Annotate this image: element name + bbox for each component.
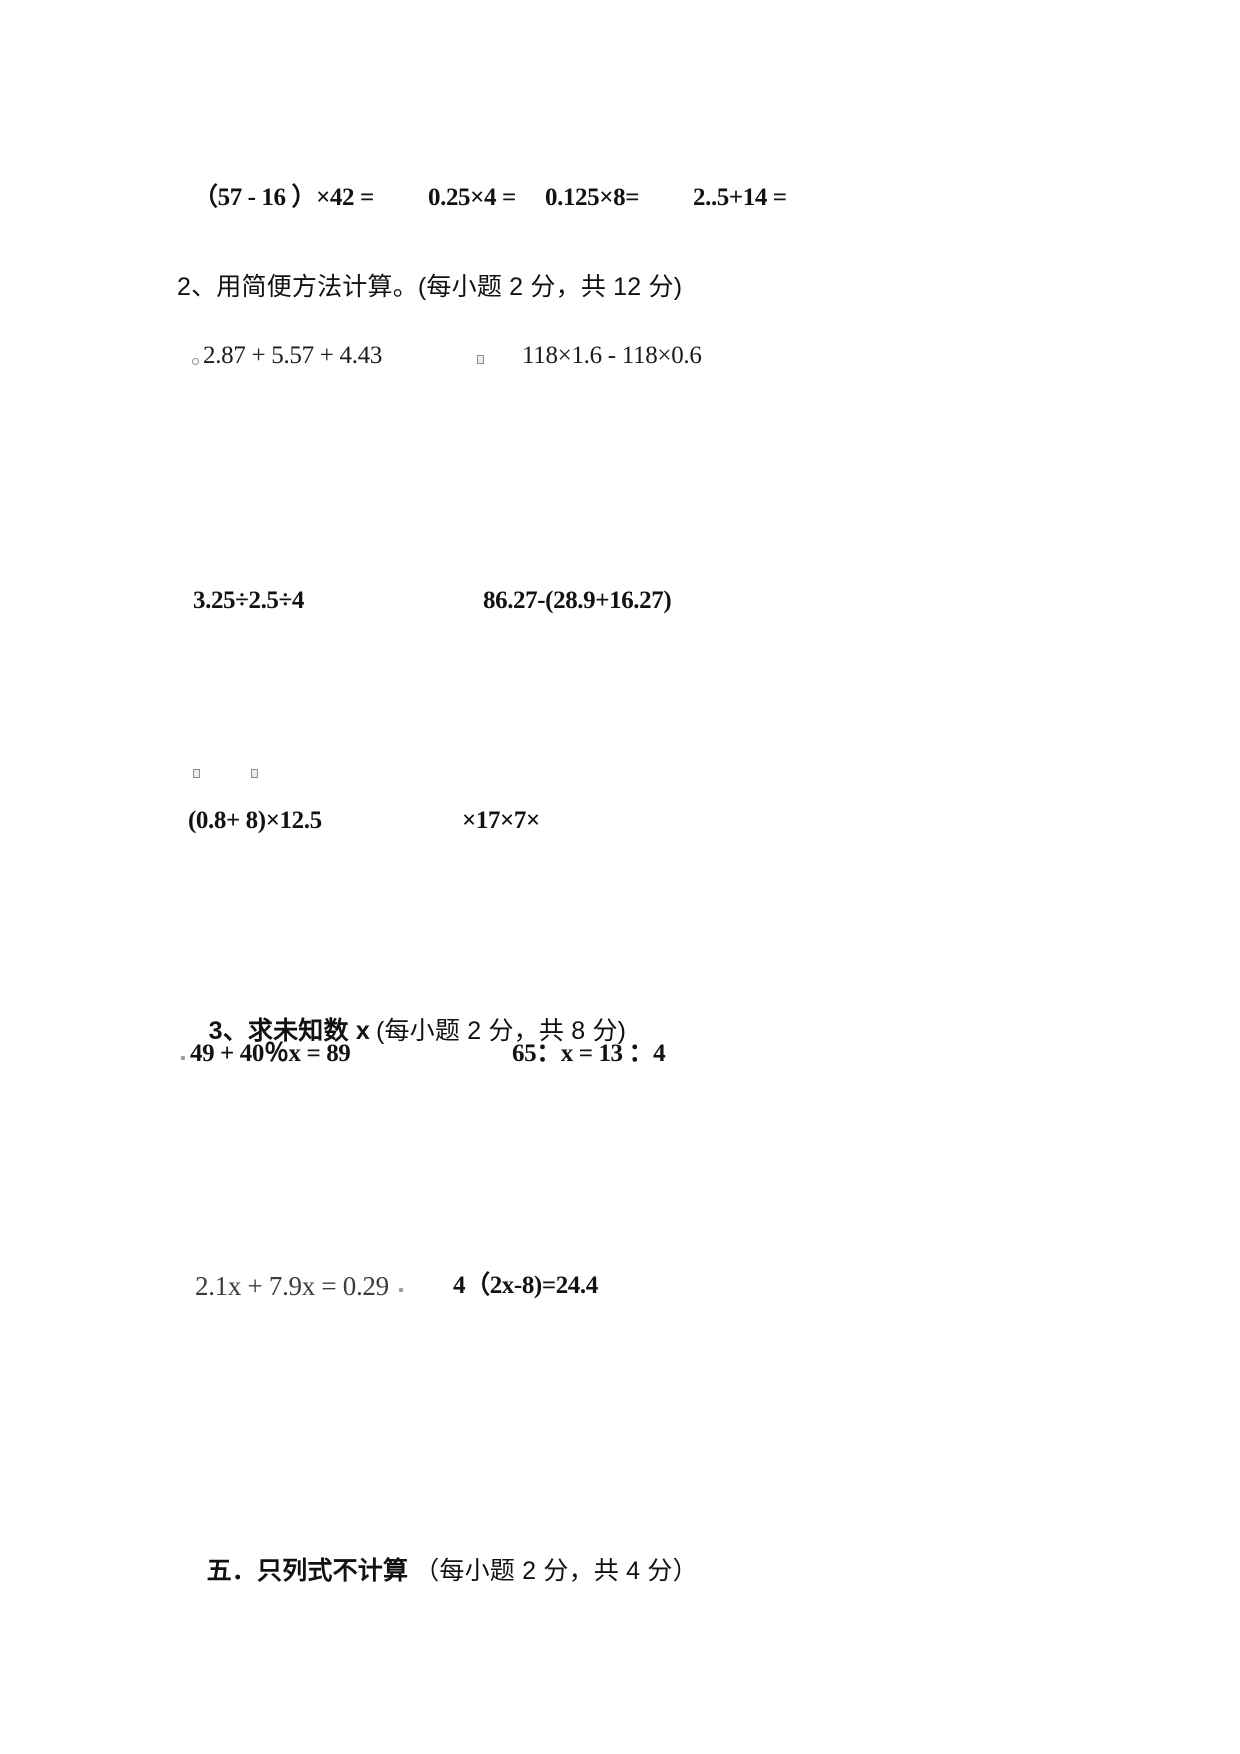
simple-calc-expression: 2.87 + 5.57 + 4.43 bbox=[203, 342, 383, 369]
oral-calc-item-4: 2..5+14 = bbox=[693, 184, 787, 211]
simple-calc-expression: 86.27-(28.9+16.27) bbox=[483, 587, 672, 614]
stray-box-mark bbox=[251, 769, 258, 778]
stray-box-mark bbox=[193, 769, 200, 778]
solve-x-equation: 4（2x-8)=24.4 bbox=[453, 1272, 598, 1299]
solve-x-heading: 3、求未知数 x(每小题 2 分，共 8 分) bbox=[180, 986, 626, 1076]
simple-calc-expression: (0.8+ 8)×12.5 bbox=[188, 807, 322, 834]
oral-calc-item-1: （57 - 16 ）×42 = bbox=[193, 184, 374, 211]
solve-x-equation: 2.1x + 7.9x = 0.29 bbox=[195, 1271, 389, 1301]
stray-circle-mark bbox=[192, 358, 199, 365]
list-only-heading-main: 五．只列式不计算 bbox=[206, 1557, 409, 1585]
solve-x-heading-note: (每小题 2 分，共 8 分) bbox=[375, 1017, 627, 1045]
oral-calc-item-2: 0.25×4 = bbox=[428, 184, 516, 211]
solve-x-equation: 65：x = 13 ：4 bbox=[512, 1040, 666, 1067]
solve-x-equation: 49 + 40％x = 89 bbox=[190, 1040, 351, 1067]
stray-dot-mark bbox=[399, 1288, 403, 1292]
simple-calc-expression: 118×1.6 - 118×0.6 bbox=[522, 342, 702, 369]
simple-calc-expression: 3.25÷2.5÷4 bbox=[193, 587, 304, 614]
stray-box-mark bbox=[477, 355, 484, 364]
list-only-heading-note: （每小题 2 分，共 4 分） bbox=[414, 1557, 698, 1585]
simple-calc-expression: ×17×7× bbox=[462, 807, 540, 834]
stray-dot-mark bbox=[181, 1056, 185, 1060]
list-only-heading: 五．只列式不计算（每小题 2 分，共 4 分） bbox=[178, 1526, 698, 1616]
solve-x-heading-main: 3、求未知数 x bbox=[208, 1017, 370, 1045]
simple-calc-heading: 2、用简便方法计算。(每小题 2 分，共 12 分) bbox=[177, 273, 683, 301]
oral-calc-item-3: 0.125×8= bbox=[545, 184, 640, 211]
